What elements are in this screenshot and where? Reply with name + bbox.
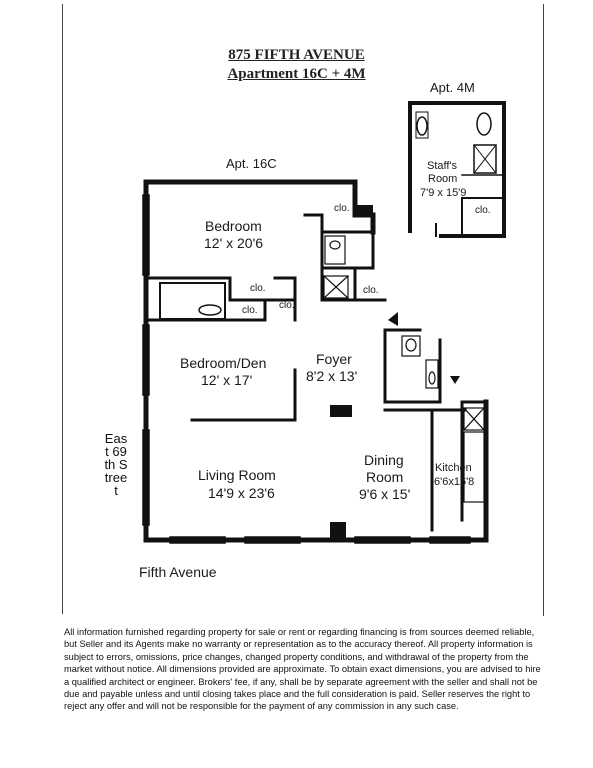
foyer-size: 8'2 x 13' [306, 368, 358, 384]
staff-room-size: 7'9 x 15'9 [420, 187, 467, 199]
closet-label-bedroom: clo. [334, 203, 350, 214]
kitchen-size: 6'6x16'8 [434, 476, 475, 488]
dining-room-size: 9'6 x 15' [359, 486, 411, 502]
interior-walls [144, 213, 488, 532]
staff-room-name: Staff's [427, 160, 458, 172]
closet-label-bath-3: clo. [279, 300, 295, 311]
bedroom-den-size: 12' x 17' [201, 372, 253, 388]
main-unit-label: Apt. 16C [226, 156, 277, 171]
fixtures [323, 235, 485, 503]
closet-label-east: clo. [363, 285, 379, 296]
staff-unit-label: Apt. 4M [430, 80, 475, 95]
bedroom-den-name: Bedroom/Den [180, 355, 267, 371]
side-street-label: East 69th Street [104, 431, 128, 498]
disclaimer-text: All information furnished regarding prop… [64, 627, 541, 712]
staff-room-walls [407, 101, 506, 239]
floor-plan [142, 101, 506, 544]
staff-room-name-2: Room [428, 173, 458, 185]
closet-label-bath-2: clo. [242, 305, 258, 316]
bedroom-size: 12' x 20'6 [204, 235, 264, 251]
left-windows [142, 194, 150, 526]
living-room-name: Living Room [198, 467, 276, 483]
closet-label-bath-1: clo. [250, 283, 266, 294]
bedroom-name: Bedroom [205, 218, 262, 234]
closet-label-staff: clo. [475, 205, 491, 216]
bottom-windows [169, 536, 471, 544]
address-title: 875 FIFTH AVENUE [228, 47, 365, 63]
scan-edge-left [62, 4, 63, 614]
solid-marks [330, 205, 460, 540]
dining-room-name-2: Room [366, 469, 404, 485]
dining-room-name: Dining [364, 452, 404, 468]
front-street-label: Fifth Avenue [139, 564, 217, 580]
living-room-size: 14'9 x 23'6 [208, 485, 275, 501]
foyer-name: Foyer [316, 351, 352, 367]
scan-edge-right [543, 4, 544, 616]
apartment-title: Apartment 16C + 4M [227, 66, 366, 82]
kitchen-name: Kitchen [435, 462, 472, 474]
